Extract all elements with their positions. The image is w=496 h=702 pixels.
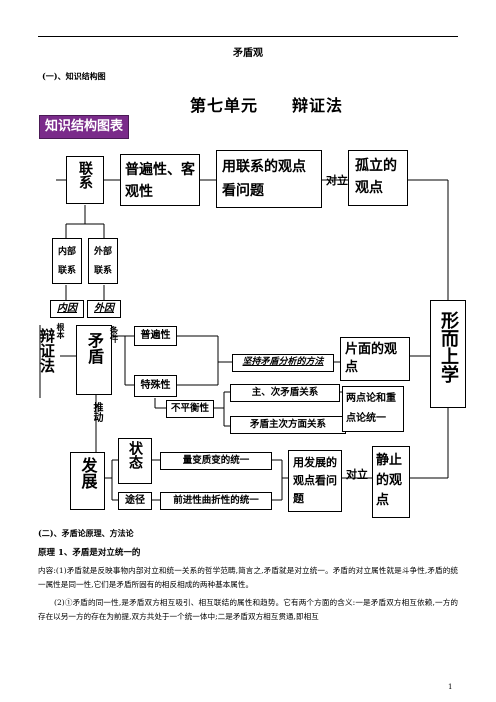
page-title: 矛盾观 <box>233 48 263 59</box>
connection-view-box: 用联系的观点看问题 <box>216 150 322 208</box>
opposition-label-1: 对立 <box>326 174 348 187</box>
universality-small-box: 普遍性 <box>134 326 177 346</box>
lianxi-label: 联系 <box>77 161 93 189</box>
progress-twist-box: 前进性曲折性的统一 <box>160 492 272 510</box>
page-number: 1 <box>448 683 453 691</box>
drive-label: 推动 <box>91 402 102 422</box>
header-rule <box>38 36 458 37</box>
one-sided-view-box: 片面的观点 <box>340 337 410 381</box>
universality-box: 普遍性、客观性 <box>120 154 200 206</box>
particularity-box: 特殊性 <box>134 375 177 397</box>
primary-secondary-box: 主、次矛盾关系 <box>230 384 340 402</box>
development-box: 发展 <box>70 452 105 510</box>
internal-cause-box: 内因 <box>50 300 84 318</box>
two-point-theory-box: 两点论和重点论统一 <box>342 386 404 432</box>
principle-1-title: 原理 1、矛盾是对立统一的 <box>38 548 141 558</box>
section-heading-1: (一)、知识结构图 <box>42 71 106 81</box>
static-view-box: 静止的观点 <box>372 446 410 518</box>
quantity-quality-box: 量变质变的统一 <box>160 452 272 470</box>
aspect-relation-box: 矛盾主次方面关系 <box>230 416 346 434</box>
external-link-box: 外部联系 <box>88 238 118 284</box>
internal-link-box: 内部联系 <box>52 238 82 284</box>
state-box: 状态 <box>118 438 152 484</box>
external-cause-box: 外因 <box>87 300 121 318</box>
isolated-view-box: 孤立的观点 <box>348 150 408 206</box>
analysis-method-box: 坚持矛盾分析的方法 <box>232 354 334 372</box>
path-box: 途径 <box>118 492 152 510</box>
contradiction-box: 矛盾 <box>76 325 112 395</box>
opposition-label-3: 对立 <box>346 468 368 481</box>
section-heading-2: (二)、矛盾论原理、方法论 <box>38 528 134 538</box>
imbalance-box: 不平衡性 <box>166 400 214 418</box>
dialectics-label: 辩证法 <box>38 328 56 373</box>
diagram-badge: 知识结构图表 <box>39 115 129 139</box>
metaphysics-box: 形而上学 <box>430 300 466 408</box>
fundamental-label: 根本 <box>56 323 66 339</box>
condition-label: 条件 <box>108 326 118 343</box>
lianxi-box: 联系 <box>66 156 104 204</box>
paragraph-2: (2)①矛盾的同一性,是矛盾双方相互吸引、相互联结的属性和趋势。它有两个方面的含… <box>38 598 458 621</box>
paragraph-1: 内容:(1)矛盾就是反映事物内部对立和统一关系的哲学范畴,简言之,矛盾就是对立统… <box>38 566 458 589</box>
unit-title: 第七单元 辩证法 <box>190 96 344 115</box>
development-view-box: 用发展的观点看问题 <box>288 450 342 512</box>
